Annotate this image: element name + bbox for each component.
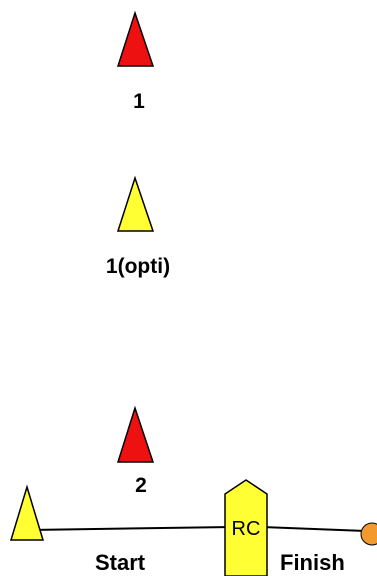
finish-line [261,526,367,532]
committee-boat: RC [224,479,268,576]
start-pin-mark [9,484,45,541]
mark-2-label: 2 [135,474,147,497]
mark-1: 1 [116,10,155,113]
start-line [29,526,233,531]
mark-1-label: 1 [133,90,145,113]
mark-1-opti: 1(opti) [106,175,170,278]
finish-buoy [360,522,377,546]
mark-2-triangle [116,405,155,463]
mark-2: 2 [116,405,155,497]
start-label: Start [95,550,146,575]
mark-1-opti-label: 1(opti) [106,255,170,278]
committee-boat-label: RC [232,518,261,540]
committee-boat-hull [224,479,268,576]
start-pin-triangle [9,484,45,541]
mark-1-triangle [116,10,155,67]
finish-label: Finish [280,550,345,575]
mark-1-opti-triangle [116,175,155,232]
